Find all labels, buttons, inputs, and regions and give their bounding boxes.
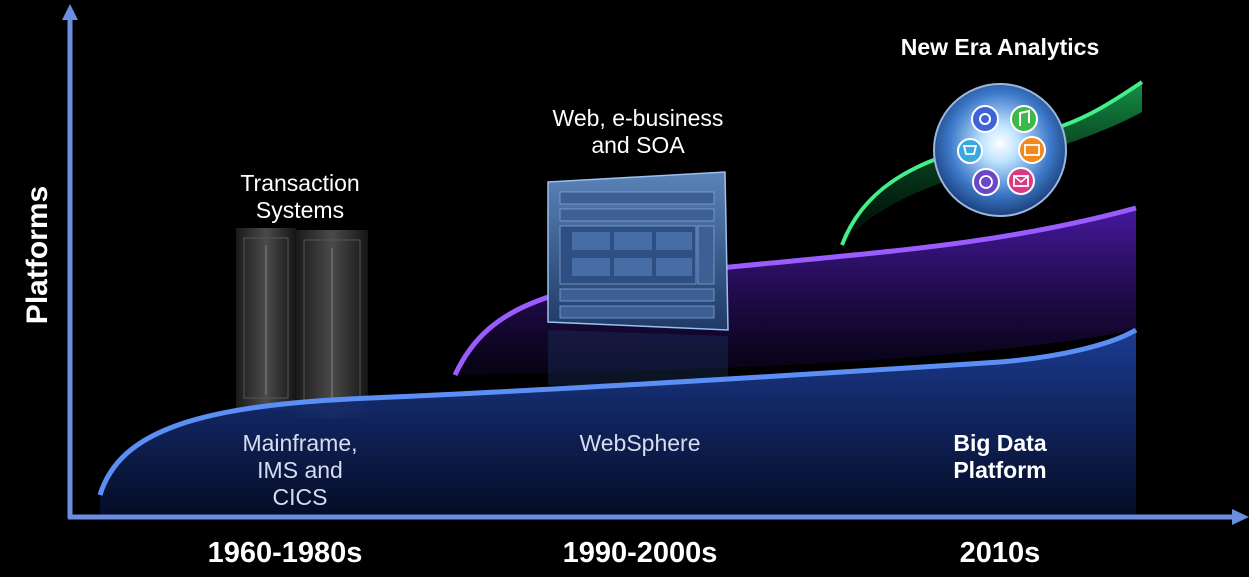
- decade-label-2010s: 2010s: [959, 537, 1041, 569]
- y-axis-title: Platforms: [21, 185, 54, 325]
- mainframe-server-image: [236, 228, 368, 418]
- purple-wave: [455, 208, 1136, 375]
- blue-wave: [100, 330, 1136, 515]
- era-title-web-ebusiness-soa: Web, e-business and SOA: [552, 105, 724, 158]
- soa-architecture-screen-image: [547, 171, 729, 390]
- analytics-orb-image: [933, 83, 1067, 217]
- camera-icon: [1018, 136, 1046, 164]
- era-title-transaction-systems: Transaction Systems: [240, 170, 360, 223]
- decade-label-1990-2000s: 1990-2000s: [562, 537, 718, 569]
- platform-label-big-data: Big Data Platform: [953, 430, 1047, 483]
- platform-label-websphere: WebSphere: [579, 430, 701, 456]
- globe-cursor-icon: [972, 168, 1000, 196]
- music-note-icon: [1010, 105, 1038, 133]
- mail-icon: [1007, 167, 1035, 195]
- purple-wave-edge: [452, 205, 1137, 377]
- decade-label-1960-1980s: 1960-1980s: [207, 537, 363, 569]
- shopping-cart-icon: [957, 138, 983, 164]
- blue-wave-edge: [97, 327, 1138, 496]
- platform-label-mainframe: Mainframe, IMS and CICS: [242, 430, 358, 510]
- y-axis-arrow-icon: [62, 4, 78, 20]
- era-title-new-era-analytics: New Era Analytics: [900, 34, 1100, 60]
- film-reel-icon: [971, 105, 999, 133]
- x-axis-arrow-icon: [1232, 509, 1249, 525]
